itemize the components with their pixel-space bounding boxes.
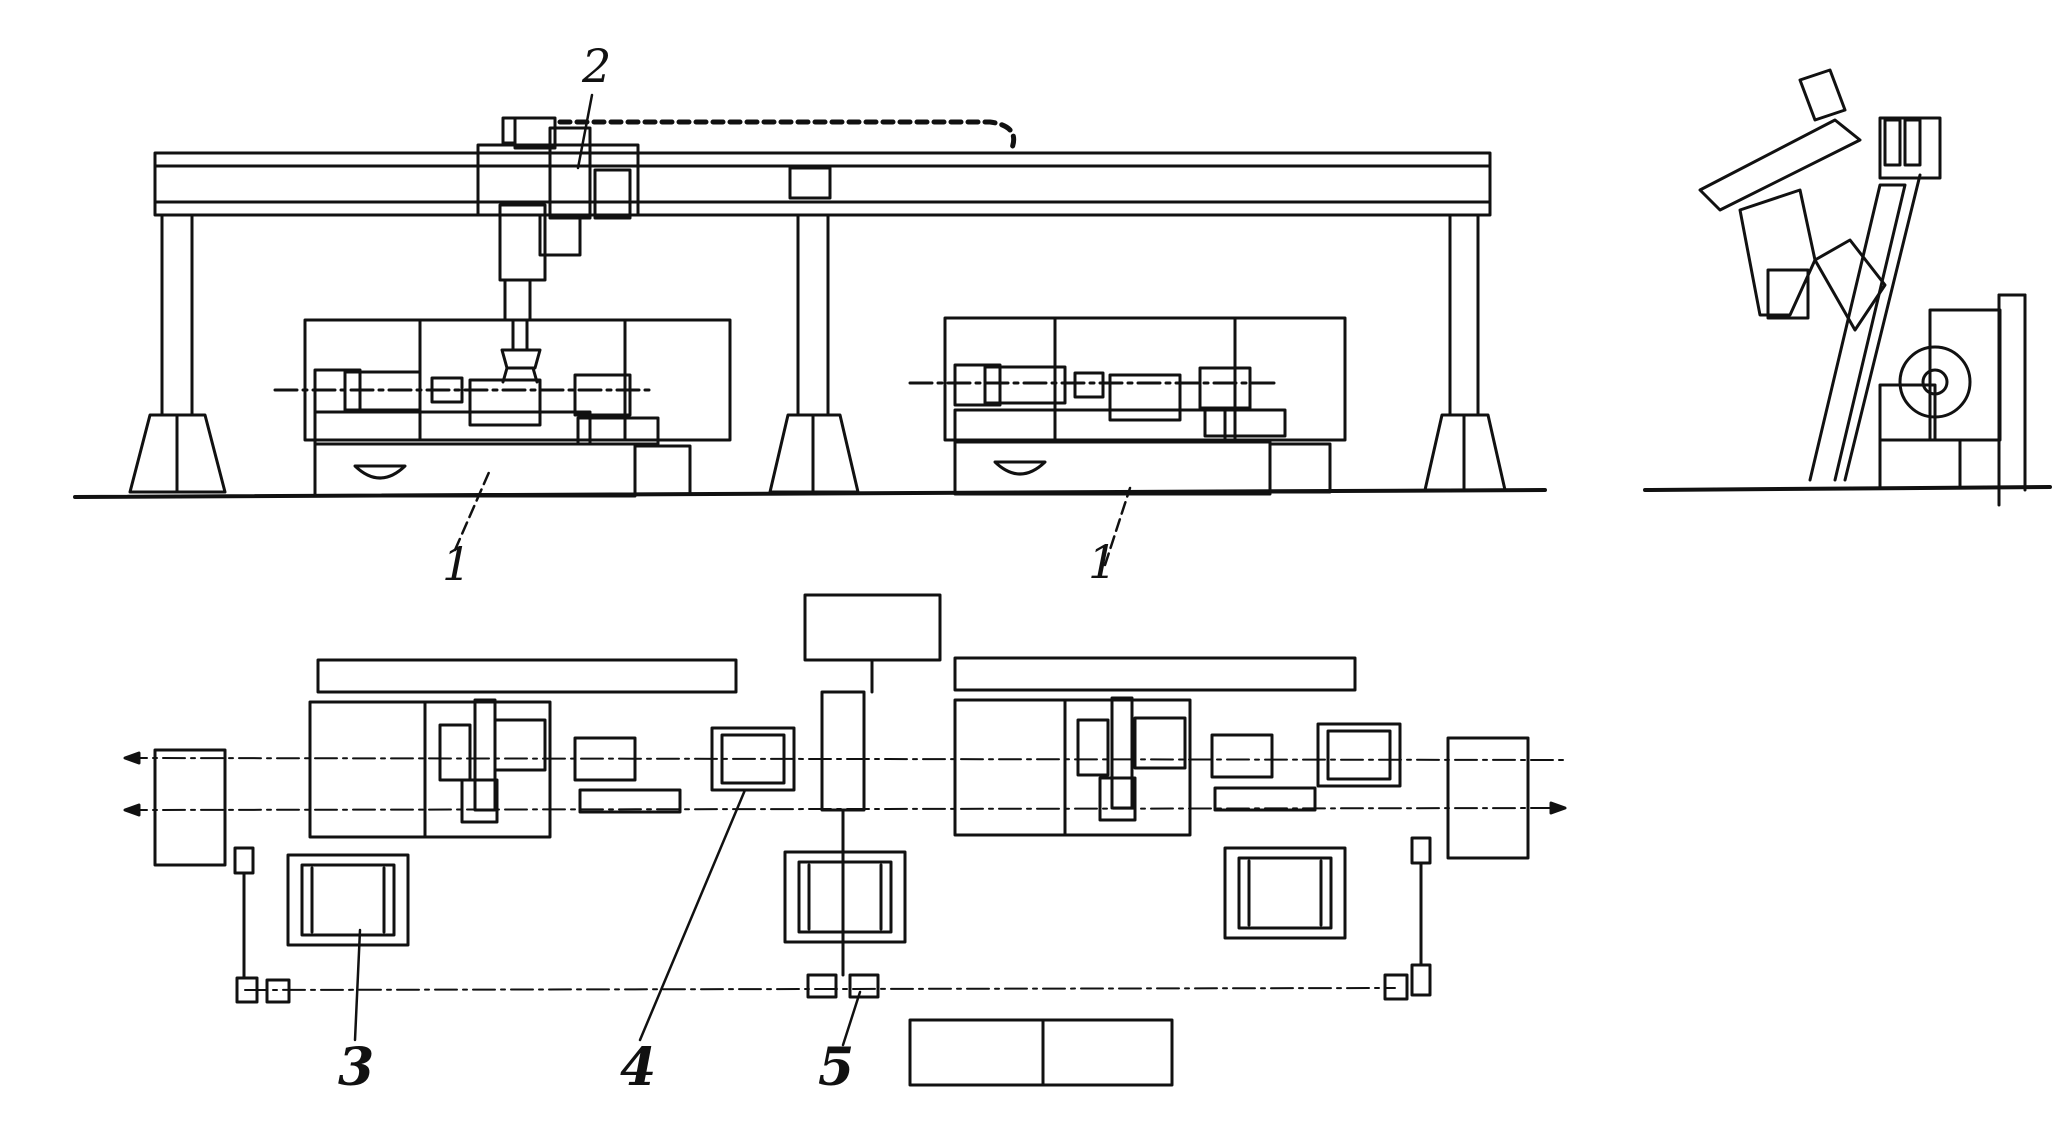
sensor-left-b <box>265 978 291 1004</box>
lathe-machine-left <box>273 318 732 498</box>
gantry-robot-carriage <box>476 116 640 384</box>
sensor-right-b <box>1410 963 1432 997</box>
magazine-middle <box>783 850 907 944</box>
lathe-plan-right <box>953 656 1357 837</box>
workpiece-station-right <box>1316 722 1402 788</box>
sensor-right-a <box>1383 973 1409 1001</box>
transfer-carriage-b <box>848 973 880 999</box>
gantry-column-right <box>1423 213 1507 492</box>
transfer-carriage-a <box>806 973 838 999</box>
gantry-column-middle <box>768 213 860 494</box>
input-buffer <box>153 748 227 867</box>
label-magazine: 3 <box>338 1037 374 1098</box>
cable-chain <box>557 119 1017 151</box>
magazine-right <box>1223 846 1347 940</box>
gantry-beam <box>153 151 1492 217</box>
lathe-machine-right <box>908 316 1347 496</box>
sensor-left-upper <box>233 846 255 875</box>
lathe-plan-left <box>308 658 738 839</box>
gantry-column-left <box>128 213 227 494</box>
central-column <box>820 690 866 812</box>
plan-view <box>123 593 1567 1087</box>
workpiece-station-left <box>710 726 796 792</box>
control-cabinet <box>803 593 942 662</box>
side-elevation-view <box>1643 68 2052 507</box>
operator-desk <box>908 1018 1174 1087</box>
front-elevation-view <box>73 116 1547 499</box>
label-workpiece-station: 4 <box>620 1037 656 1098</box>
sensor-right-upper <box>1410 836 1432 865</box>
label-machine-1-left: 1 <box>442 537 471 591</box>
label-transfer-unit: 5 <box>818 1037 854 1098</box>
leader-lines <box>353 93 1132 1047</box>
label-machine-1-right: 1 <box>1088 535 1117 589</box>
label-gantry-robot: 2 <box>581 39 611 93</box>
magazine-left <box>286 853 410 947</box>
output-buffer <box>1446 736 1530 860</box>
sensor-left-a <box>235 976 259 1004</box>
